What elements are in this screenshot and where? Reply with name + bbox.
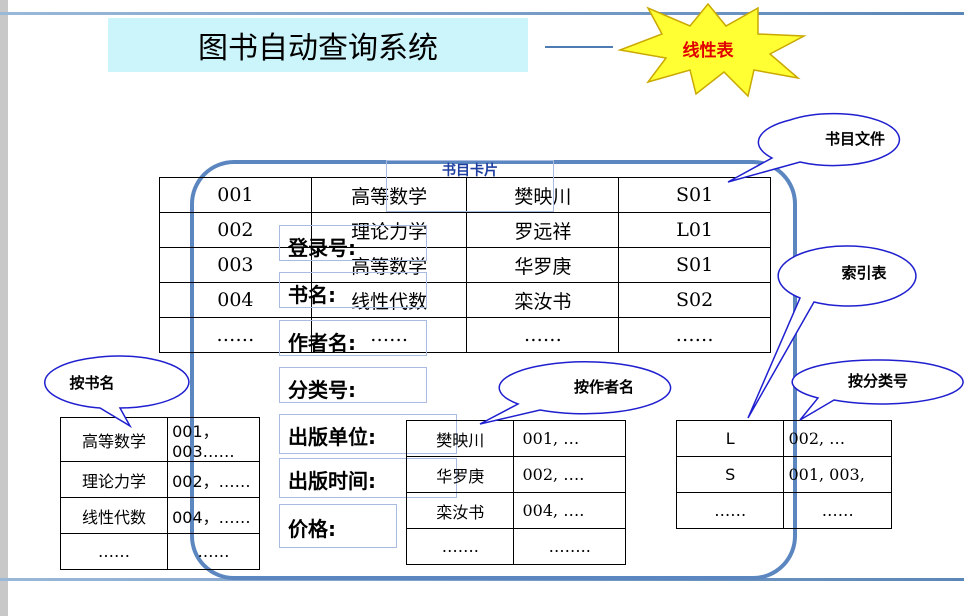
table-cell: S01 <box>618 247 771 283</box>
table-row: …….…….. <box>405 528 626 565</box>
table-row: ………… <box>59 533 260 570</box>
slide-title: 图书自动查询系统 <box>108 18 528 72</box>
table-row: 004 线性代数 栾汝书 S02 <box>159 282 771 318</box>
table-cell: 理论力学 <box>310 212 468 248</box>
table-cell: L <box>675 420 785 457</box>
field-author-name: 作者名: <box>279 320 427 356</box>
table-row: 002 理论力学 罗远祥 L01 <box>159 212 771 248</box>
field-publisher: 出版单位: <box>279 414 457 454</box>
table-cell: …… <box>59 533 169 570</box>
table-cell: 001, … <box>513 420 626 457</box>
table-cell: S02 <box>618 282 771 318</box>
table-cell: …….. <box>513 528 626 565</box>
table-cell: 华罗庚 <box>466 247 620 283</box>
table-cell: 华罗庚 <box>405 456 515 493</box>
table-cell: …… <box>675 492 785 529</box>
table-cell: 樊映川 <box>405 420 515 457</box>
table-cell: 001, 003, <box>783 456 892 493</box>
table-cell: 栾汝书 <box>405 492 515 529</box>
table-cell: …… <box>167 533 260 570</box>
table-cell: 001，003…… <box>167 417 260 462</box>
card-title: 书目卡片 <box>386 160 554 212</box>
table-cell: 003 <box>159 247 312 283</box>
field-login-number: 登录号: <box>279 225 427 261</box>
table-cell: 002, … <box>783 420 892 457</box>
table-cell: 004, …. <box>513 492 626 529</box>
field-price: 价格: <box>279 504 397 548</box>
table-cell: 线性代数 <box>59 497 169 534</box>
left-edge-bar <box>0 0 8 616</box>
table-cell: …… <box>159 317 312 353</box>
title-connector-line <box>545 46 613 48</box>
table-cell: 樊映川 <box>466 177 620 213</box>
table-cell: 002, …. <box>513 456 626 493</box>
table-cell: …… <box>466 317 620 353</box>
table-cell: …… <box>618 317 771 353</box>
table-cell: ……. <box>405 528 515 565</box>
table-row: ………… <box>675 492 892 529</box>
book-file-table: 001 高等数学 樊映川 S01 002 理论力学 罗远祥 L01 003 高等… <box>159 177 771 353</box>
star-label: 线性表 <box>682 41 734 61</box>
callout-by-title: 按书名 <box>69 374 115 392</box>
table-cell: 002，…… <box>167 461 260 498</box>
table-cell: L01 <box>618 212 771 248</box>
table-cell: 004，…… <box>167 497 260 534</box>
field-publish-date: 出版时间: <box>279 458 457 498</box>
field-book-name: 书名: <box>279 272 427 308</box>
callout-by-category: 按分类号 <box>847 372 908 390</box>
table-cell: 001 <box>159 177 312 213</box>
table-cell: 理论力学 <box>59 461 169 498</box>
table-cell: …… <box>310 317 468 353</box>
table-cell: 栾汝书 <box>466 282 620 318</box>
table-cell: S01 <box>618 177 771 213</box>
callout-book-file: 书目文件 <box>824 130 885 148</box>
table-row: 003 高等数学 华罗庚 S01 <box>159 247 771 283</box>
callout-index-table: 索引表 <box>841 264 887 282</box>
top-divider <box>0 12 964 15</box>
callout-by-author: 按作者名 <box>573 378 634 396</box>
field-category-number: 分类号: <box>279 367 427 403</box>
table-cell: …… <box>783 492 892 529</box>
table-cell: 高等数学 <box>59 417 169 462</box>
star-burst-icon <box>617 2 807 98</box>
table-cell: S <box>675 456 785 493</box>
table-cell: 罗远祥 <box>466 212 620 248</box>
table-row: …… …… …… …… <box>159 317 771 353</box>
table-cell: 高等数学 <box>310 177 468 213</box>
